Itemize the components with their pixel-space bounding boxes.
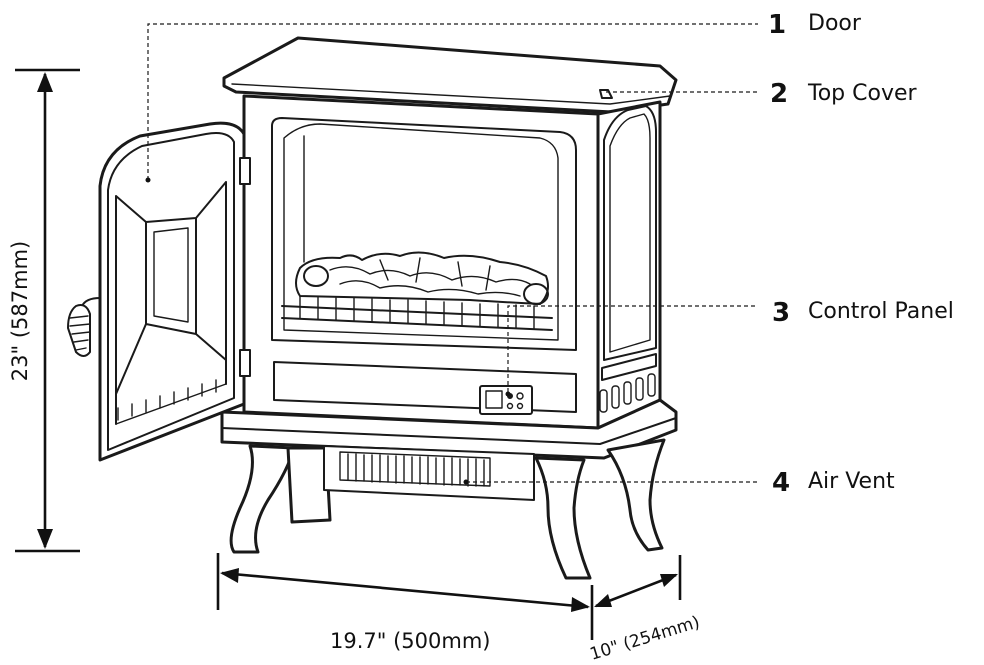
height-label: 23" (587mm) xyxy=(8,241,32,381)
depth-label: 10" (254mm) xyxy=(588,612,703,664)
callout-4: 4 Air Vent xyxy=(772,468,895,498)
grate xyxy=(281,295,553,331)
callout-3-number: 3 xyxy=(772,298,790,328)
front-left-leg xyxy=(229,444,296,554)
callout-2-label: Top Cover xyxy=(807,81,917,106)
leader-lines xyxy=(145,23,758,485)
callout-2: 2 Top Cover xyxy=(770,79,917,109)
callout-4-number: 4 xyxy=(772,468,790,498)
height-dimension: 23" (587mm) xyxy=(8,68,80,553)
base-plinth xyxy=(220,398,678,460)
fireplace-body xyxy=(220,36,678,580)
callout-3: 3 Control Panel xyxy=(772,298,954,328)
control-panel xyxy=(479,385,533,415)
log-set xyxy=(295,251,549,305)
door xyxy=(67,121,251,462)
callout-1-number: 1 xyxy=(768,10,786,40)
callout-2-number: 2 xyxy=(770,79,788,109)
front-frame xyxy=(242,94,600,430)
callout-4-label: Air Vent xyxy=(808,469,895,494)
depth-dimension: 10" (254mm) xyxy=(588,555,703,665)
rear-left-leg xyxy=(286,446,332,524)
front-right-leg xyxy=(534,456,592,580)
width-label: 19.7" (500mm) xyxy=(330,629,490,653)
width-dimension: 19.7" (500mm) xyxy=(216,553,594,653)
callout-1-label: Door xyxy=(808,11,862,36)
door-handle xyxy=(67,297,101,357)
side-vent-slots xyxy=(599,373,656,413)
callout-3-label: Control Panel xyxy=(808,299,954,324)
callout-1: 1 Door xyxy=(768,10,862,40)
air-vent xyxy=(323,445,535,501)
rear-right-leg xyxy=(606,438,666,552)
